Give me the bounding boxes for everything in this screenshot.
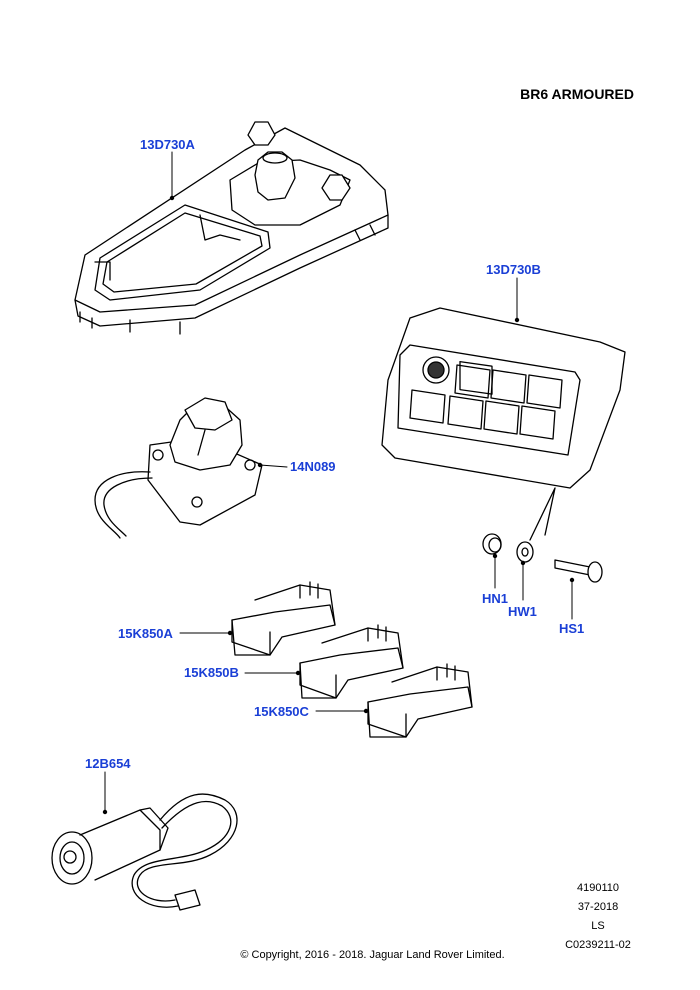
- meta-line-2: 37-2018: [577, 901, 619, 913]
- callout-13d730b[interactable]: 13D730B: [486, 262, 541, 277]
- leader-lines: [104, 151, 573, 813]
- callout-12b654[interactable]: 12B654: [85, 756, 131, 771]
- callout-hs1[interactable]: HS1: [559, 621, 585, 636]
- callout-15k850b[interactable]: 15K850B: [184, 665, 239, 680]
- meta-line-4: C0239211-02: [565, 939, 631, 951]
- meta-line-3: LS: [591, 920, 605, 932]
- callout-15k850c[interactable]: 15K850C: [254, 704, 309, 719]
- callout-15k850a[interactable]: 15K850A: [118, 626, 173, 641]
- power-socket-drawing: [51, 793, 238, 911]
- switch-15k850c-drawing: [367, 663, 473, 738]
- callout-13d730a[interactable]: 13D730A: [140, 137, 195, 152]
- callout-hn1[interactable]: HN1: [482, 591, 509, 606]
- diagram-title: BR6 ARMOURED: [520, 86, 634, 102]
- switch-15k850b-drawing: [299, 624, 404, 699]
- callout-hw1[interactable]: HW1: [508, 604, 537, 619]
- copyright-notice: © Copyright, 2016 - 2018. Jaguar Land Ro…: [240, 949, 505, 961]
- fixings-drawing: [482, 487, 603, 583]
- meta-line-1: 4190110: [576, 882, 619, 894]
- rotary-switch-drawing: [94, 397, 263, 539]
- console-surround-drawing: [74, 121, 389, 335]
- switch-pack-drawing: [381, 307, 626, 489]
- switch-15k850a-drawing: [231, 581, 336, 656]
- callout-14n089[interactable]: 14N089: [290, 459, 336, 474]
